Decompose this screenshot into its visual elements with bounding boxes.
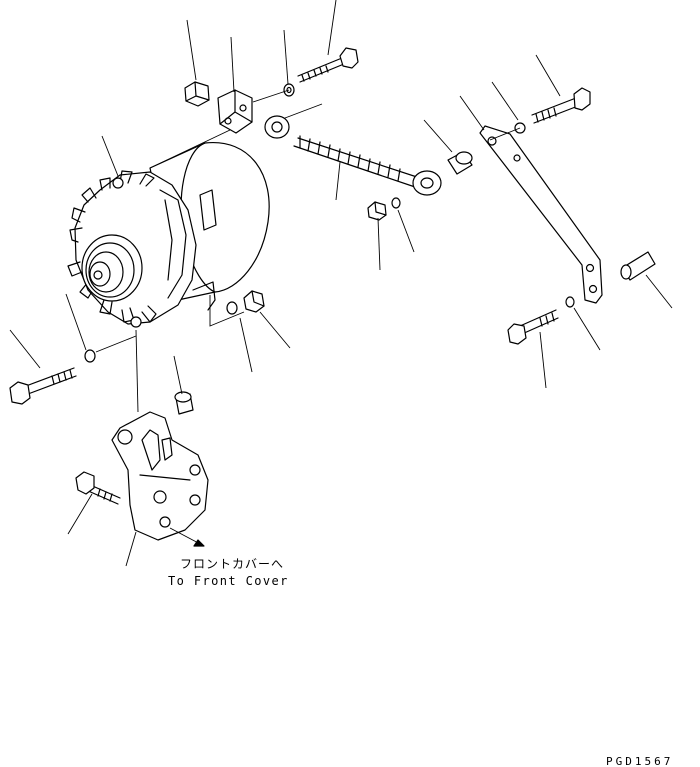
upper-spacer [264,115,290,139]
upper-bolt [297,47,359,83]
alternator-lower-bracket [111,411,209,541]
drawing-code: PGD1567 [606,755,673,767]
upper-nut [184,81,210,107]
rod-spacer [447,151,473,175]
strap-washer-lower [565,296,575,308]
rod-nut [367,201,387,221]
bracket-bolt [75,471,121,505]
leader-lines [9,0,673,567]
alternator-pivot-bolt [9,367,77,405]
alternator-pulley [81,234,143,302]
upper-block [217,89,253,134]
adjusting-rod [293,135,442,196]
alternator-nut [243,290,265,313]
rod-washer [391,197,401,209]
strap-bolt-lower [507,309,559,345]
alternator-fan [67,170,157,323]
strap-bolt-upper [531,87,591,124]
bracket-spacer [174,391,194,415]
front-cover-arrow [169,527,205,547]
direction-note-en: To Front Cover [168,574,289,588]
alternator-pivot-washer [84,349,96,363]
direction-note-jp: フロントカバーへ [180,557,284,571]
alternator-washer [226,301,238,315]
alternator-assembly [67,142,270,328]
adjusting-strap-plate [479,125,603,304]
strap-spacer [620,251,656,281]
